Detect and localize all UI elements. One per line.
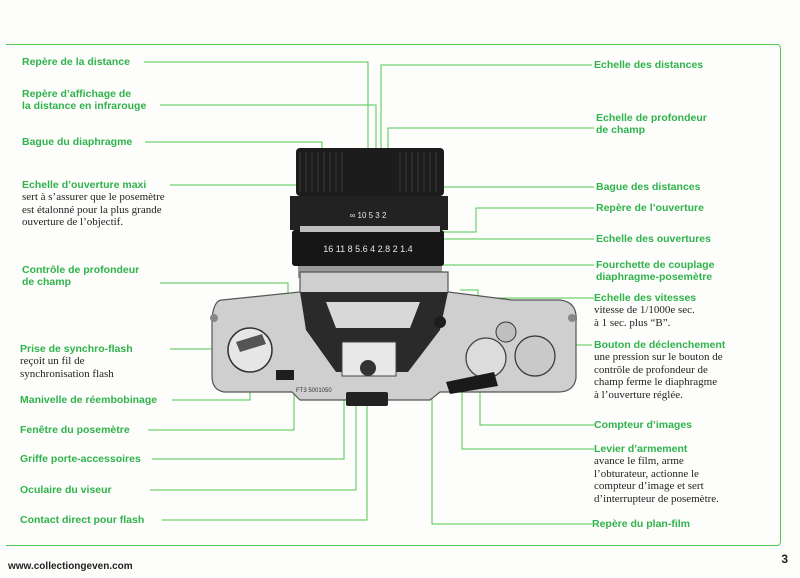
label-aperture-index: Repère de l’ouverture bbox=[596, 202, 704, 214]
meter-window bbox=[276, 370, 294, 380]
depth-of-field-ring bbox=[290, 196, 448, 230]
leader-line bbox=[162, 382, 368, 521]
label-dof-preview: Contrôle de profondeur de champ bbox=[22, 264, 140, 288]
aperture-ring bbox=[292, 230, 444, 266]
website-watermark: www.collectiongeven.com bbox=[8, 561, 133, 572]
desc-flash-sync: reçoit un fil de synchronisation flash bbox=[20, 355, 114, 380]
desc-max-aperture-scale: sert à s’assurer que le posemètre est ét… bbox=[22, 191, 165, 228]
viewfinder-eyepiece bbox=[346, 392, 388, 406]
desc-shutter-speed-scale: vitesse de 1/1000e sec. à 1 sec. plus “B… bbox=[594, 304, 695, 329]
page-number: 3 bbox=[781, 552, 788, 566]
label-dof-scale: Echelle de profondeur de champ bbox=[596, 112, 707, 136]
leader-line bbox=[431, 386, 592, 525]
shutter-speed-dial bbox=[465, 337, 507, 379]
distance-scale: ∞ 10 5 3 2 bbox=[350, 211, 387, 220]
leader-line bbox=[148, 383, 295, 431]
dof-preview-button bbox=[434, 316, 446, 328]
label-viewfinder-eyepiece: Oculaire du viseur bbox=[20, 484, 112, 496]
page-frame bbox=[6, 44, 781, 546]
film-counter bbox=[514, 335, 556, 377]
leader-line bbox=[150, 405, 357, 491]
label-meter-window: Fenêtre du posemètre bbox=[20, 424, 130, 436]
label-meter-coupling: Fourchette de couplage diaphragme-posemè… bbox=[596, 259, 715, 283]
label-shutter-release: Bouton de déclenchement bbox=[594, 339, 726, 351]
rewind-crank bbox=[227, 327, 273, 373]
label-infrared-mark: Repère d’affichage de la distance en inf… bbox=[22, 88, 147, 112]
label-advance-lever: Levier d’armement bbox=[594, 443, 688, 455]
label-distance-scale: Echelle des distances bbox=[594, 59, 704, 71]
label-hot-shoe-contact: Contact direct pour flash bbox=[20, 514, 145, 526]
label-distance-mark: Repère de la distance bbox=[22, 56, 130, 68]
label-max-aperture-scale: Echelle d’ouverture maxi bbox=[22, 179, 147, 191]
label-focus-ring: Bague des distances bbox=[596, 181, 701, 193]
label-aperture-ring: Bague du diaphragme bbox=[22, 136, 133, 148]
label-rewind-crank: Manivelle de réembobinage bbox=[20, 394, 158, 406]
desc-shutter-release: une pression sur le bouton de contrôle d… bbox=[594, 351, 723, 401]
leader-line bbox=[144, 61, 369, 190]
leader-line bbox=[461, 390, 594, 450]
desc-advance-lever: avance le film, arme l’obturateur, actio… bbox=[594, 455, 719, 505]
shutter-release bbox=[495, 321, 517, 343]
leader-line bbox=[152, 378, 345, 460]
model-text: FT3 5001050 bbox=[296, 388, 332, 394]
focus-ring bbox=[296, 148, 444, 196]
leader-line bbox=[460, 289, 594, 299]
label-shutter-speed-scale: Echelle des vitesses bbox=[594, 292, 697, 304]
label-flash-sync: Prise de synchro-flash bbox=[20, 343, 133, 355]
aperture-scale: 16 11 8 5.6 4 2.8 2 1.4 bbox=[323, 244, 412, 254]
label-film-plane-mark: Repère du plan-film bbox=[592, 518, 691, 530]
label-accessory-shoe: Griffe porte-accessoires bbox=[20, 453, 141, 465]
prism-top bbox=[326, 302, 420, 328]
label-aperture-scale: Echelle des ouvertures bbox=[596, 233, 711, 245]
advance-lever bbox=[446, 372, 498, 394]
label-film-counter: Compteur d’images bbox=[594, 419, 693, 431]
